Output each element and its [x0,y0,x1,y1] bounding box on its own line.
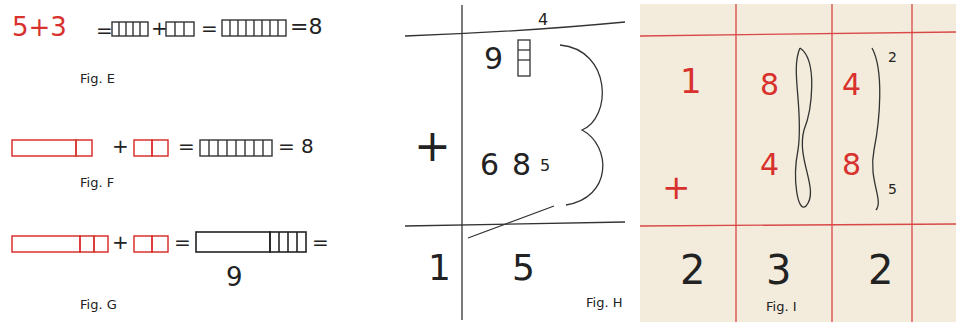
equals-sign: = [201,18,218,38]
equals-sign: = [312,232,329,252]
carry-digit: 4 [538,12,548,28]
figure-caption: Fig. H [586,296,622,309]
sum-digit: 3 [766,250,791,290]
digit: 8 [760,70,779,100]
equals-sign: = [174,232,191,252]
plus-sign: + [151,18,168,38]
figure-caption: Fig. F [80,176,114,189]
plus-sign: + [414,124,451,168]
result-text: = 8 [278,136,314,156]
sum-digit: 2 [680,250,705,290]
digit: 1 [680,64,702,98]
digit: 8 [842,150,861,180]
carry-digit: 5 [540,158,550,174]
plus-sign: + [112,232,129,252]
sum-digit: 5 [512,250,535,286]
result-text: =8 [290,16,322,38]
result-digit: 9 [226,264,243,290]
carry-digit: 5 [888,182,897,196]
figure-caption: Fig. G [80,298,117,311]
carry-digit: 2 [888,50,897,64]
digit: 9 [484,44,503,74]
equals-sign: = [96,20,113,40]
digit: 6 [480,150,499,180]
digit: 4 [842,70,861,100]
sum-digit: 1 [428,250,451,286]
sum-digit: 2 [868,250,893,290]
equals-sign: = [178,136,195,156]
figure-caption: Fig. I [766,300,797,313]
figure-caption: Fig. E [80,72,115,85]
plus-sign: + [112,136,129,156]
digit: 4 [760,150,779,180]
digit: 8 [512,150,531,180]
plus-sign: + [662,170,691,204]
equation-text: 5+3 [12,14,67,40]
